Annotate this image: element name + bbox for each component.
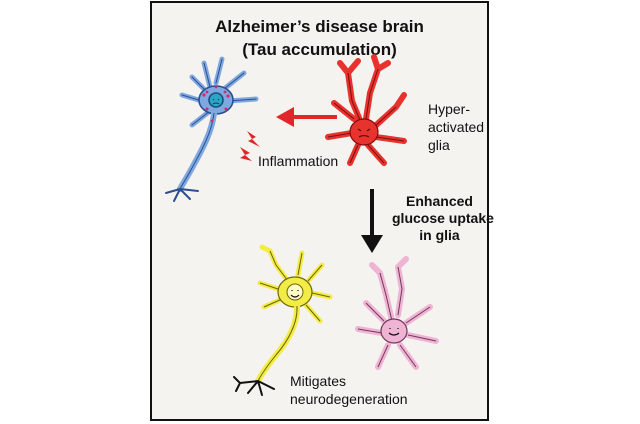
hyper-label-line-1: Hyper- (428, 101, 471, 117)
hyper-label-line-3: glia (428, 137, 450, 153)
title-line-1: Alzheimer’s disease brain (215, 17, 424, 36)
activated-glia (325, 54, 407, 166)
tau-tangles (202, 85, 230, 123)
diseased-neuron (165, 56, 259, 202)
inflammation-spark-icon (240, 131, 260, 161)
diagram-illustration (165, 54, 439, 396)
healthy-neuron (233, 244, 333, 396)
title-line-2: (Tau accumulation) (242, 40, 397, 59)
inflammation-label: Inflammation (258, 153, 339, 169)
black-arrow-icon (361, 189, 383, 253)
figure-panel: Alzheimer’s disease brain (Tau accumulat… (150, 1, 494, 421)
mitigates-label-line-2: neurodegeneration (290, 391, 408, 407)
uptake-label-line-1: Enhanced (406, 193, 473, 209)
uptake-label-line-3: in glia (419, 227, 460, 243)
red-arrow-icon (276, 107, 337, 127)
uptake-label-line-2: glucose uptake (392, 210, 494, 226)
healthy-glia (355, 256, 439, 370)
mitigates-label-line-1: Mitigates (290, 373, 347, 389)
hyper-label-line-2: activated (428, 119, 485, 135)
